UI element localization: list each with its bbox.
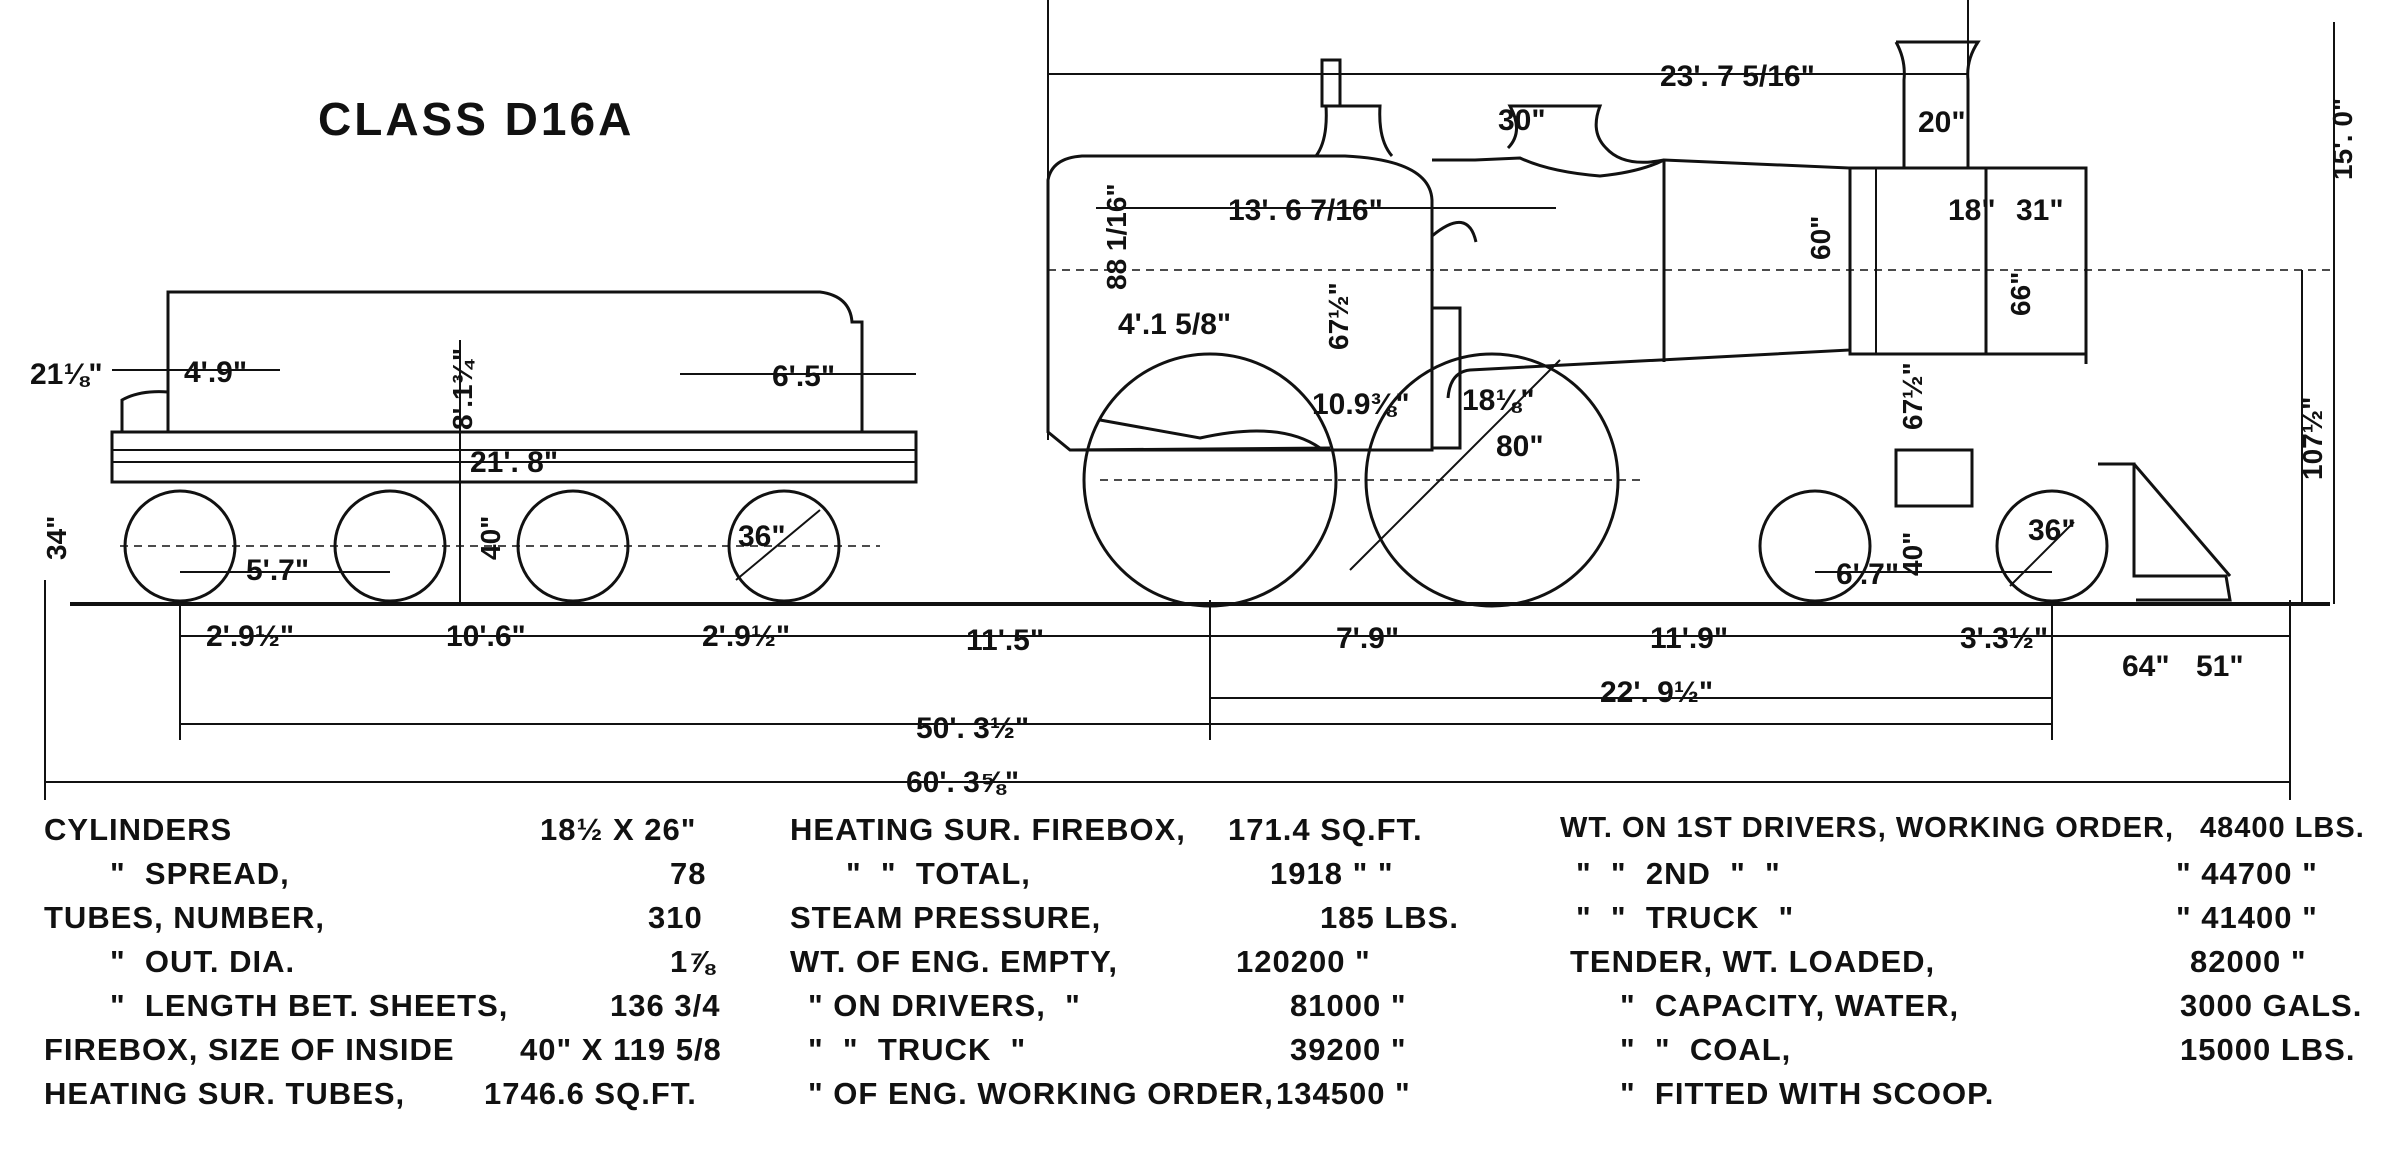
cab-firebox [1046, 154, 1478, 452]
spec-value: 3000 GALS. [2180, 988, 2363, 1023]
spec-value: " 44700 " [2176, 856, 2318, 891]
dim-driver-dia: 80" [1496, 430, 1544, 463]
spec-label: HEATING SUR. FIREBOX, [790, 812, 1186, 847]
spec-value: 81000 " [1290, 988, 1407, 1023]
dim-driver-to-truck: 11'.9" [1650, 622, 1728, 655]
spec-value: 185 LBS. [1320, 900, 1459, 935]
spec-label: WT. OF ENG. EMPTY, [790, 944, 1119, 979]
dim-tender-rear-overhang: 6'.5" [772, 360, 835, 393]
spec-value: 134500 " [1276, 1076, 1411, 1111]
dim-pilot-a: 64" [2122, 650, 2170, 683]
dim-engine-wheelbase: 22'. 9½" [1600, 676, 1713, 709]
spec-label: " " COAL, [1620, 1032, 1792, 1067]
dim-smokebox-dia: 60" [1805, 216, 1836, 260]
dim-stack: 20" [1918, 106, 1966, 139]
dim-engine-tender-wheelbase: 50'. 3½" [916, 712, 1029, 745]
dim-crank: 10.9⅜" [1312, 388, 1410, 421]
dim-pilot-b: 51" [2196, 650, 2244, 683]
dim-boiler-length: 23'. 7 5/16" [1660, 60, 1815, 93]
spec-value: 82000 " [2190, 944, 2307, 979]
dim-firebox-height: 67½" [1323, 282, 1354, 350]
spec-value: 136 3/4 [610, 988, 721, 1023]
tender-body [110, 290, 918, 484]
dim-driver-wb: 7'.9" [1336, 622, 1399, 655]
dim-boiler-center-height: 107½" [2297, 397, 2328, 480]
spec-label: TENDER, WT. LOADED, [1570, 944, 1936, 979]
dim-stack-rear: 31" [2016, 194, 2064, 227]
spec-label: " " TOTAL, [846, 856, 1031, 891]
spec-value: 48400 LBS. [2200, 812, 2365, 844]
dim-truck-wheel-dia: 36" [2028, 514, 2076, 547]
dim-tender-truck-wb: 5'.7" [246, 554, 309, 587]
spec-label: " ON DRIVERS, " [808, 988, 1081, 1023]
spec-label: " OF ENG. WORKING ORDER, [808, 1076, 1274, 1111]
spec-value: 1⅞ [670, 944, 716, 979]
dim-rod: 18⅛" [1462, 384, 1535, 417]
dim-tender-wheel-dia: 36" [738, 520, 786, 553]
spec-label: CYLINDERS [44, 812, 233, 847]
dim-tender-left: 21⅛" [30, 358, 103, 391]
spec-label: " " 2ND " " [1576, 856, 1781, 891]
dim-tender-rear-to-truck: 2'.9½" [206, 620, 294, 653]
dim-smokebox-small: 66" [2005, 272, 2036, 316]
dim-stack-front: 18" [1948, 194, 1996, 227]
spec-label: " LENGTH BET. SHEETS, [110, 988, 509, 1023]
dim-cylinder-center: 67½" [1897, 362, 1928, 430]
dim-tender-axle: 40" [475, 516, 506, 560]
spec-label: " CAPACITY, WATER, [1620, 988, 1960, 1023]
spec-label: TUBES, NUMBER, [44, 900, 325, 935]
dim-truck-wb: 3'.3½" [1960, 622, 2048, 655]
boiler [1314, 40, 2232, 602]
spec-label: HEATING SUR. TUBES, [44, 1076, 406, 1111]
dim-truck-wb-upper: 6'.7" [1836, 558, 1899, 591]
spec-label: FIREBOX, SIZE OF INSIDE [44, 1032, 455, 1067]
dim-height-overall: 15'. 0" [2327, 98, 2358, 180]
dim-tender-to-driver: 11'.5" [966, 624, 1044, 657]
spec-value: " 41400 " [2176, 900, 2318, 935]
spec-value: 78 [670, 856, 707, 891]
spec-label: " " TRUCK " [808, 1032, 1027, 1067]
dim-tender-truck-centers: 10'.6" [446, 620, 526, 653]
spec-label: " OUT. DIA. [110, 944, 296, 979]
dim-firebox-tube-length: 13'. 6 7/16" [1228, 194, 1383, 227]
dim-tender-wheel-left: 34" [41, 516, 72, 560]
dim-tender-length: 21'. 8" [470, 446, 558, 479]
spec-label: " SPREAD, [110, 856, 290, 891]
spec-value: 15000 LBS. [2180, 1032, 2356, 1067]
spec-label: WT. ON 1ST DRIVERS, WORKING ORDER, [1560, 812, 2175, 844]
spec-value: 1918 " " [1270, 856, 1394, 891]
spec-value: 18½ X 26" [540, 812, 697, 847]
dim-overall-wheelbase: 60'. 3⅝" [906, 766, 1019, 799]
dim-cylinder-height: 40" [1897, 532, 1928, 576]
spec-label: " FITTED WITH SCOOP. [1620, 1076, 1995, 1111]
spec-value: 1746.6 SQ.FT. [484, 1076, 697, 1111]
diagram-title: CLASS D16A [318, 93, 635, 145]
spec-value: 39200 " [1290, 1032, 1407, 1067]
spec-label: STEAM PRESSURE, [790, 900, 1102, 935]
dim-cab-height: 88 1/16" [1101, 183, 1132, 290]
dim-tender-truck-to-front: 2'.9½" [702, 620, 790, 653]
dim-tender-front-overhang: 4'.9" [184, 356, 247, 389]
dim-tender-height: 8'.1¾" [447, 348, 478, 430]
spec-value: 171.4 SQ.FT. [1228, 812, 1423, 847]
spec-label: " " TRUCK " [1576, 900, 1795, 935]
dim-dome: 30" [1498, 104, 1546, 137]
spec-value: 40" X 119 5/8 [520, 1032, 722, 1067]
spec-value: 120200 " [1236, 944, 1371, 979]
dim-cab-door: 4'.1 5/8" [1118, 308, 1231, 341]
spec-value: 310 [648, 900, 703, 935]
